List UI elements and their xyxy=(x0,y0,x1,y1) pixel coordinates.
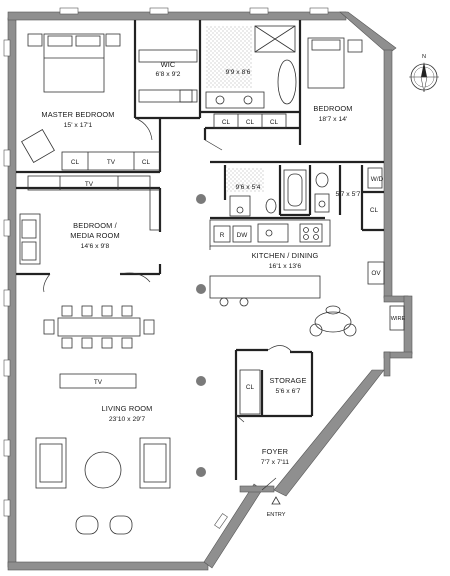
wic-name: WIC xyxy=(161,60,176,69)
room-labels: MASTER BEDROOM 15' x 17'1 WIC 6'8 x 9'2 … xyxy=(41,60,360,466)
master-bath-dim: 9'9 x 8'6 xyxy=(226,69,251,76)
kitchen-dim: 16'1 x 13'6 xyxy=(269,263,302,270)
bedroom-dim: 18'7 x 14' xyxy=(319,116,348,123)
bath3-dim: 5'7 x 5'7 xyxy=(336,191,361,198)
tv-label-living: TV xyxy=(94,379,103,386)
compass-icon: N xyxy=(409,54,439,93)
tv-label-master: TV xyxy=(107,159,116,166)
dishwasher-label: DW xyxy=(237,232,249,239)
foyer-dim: 7'7 x 7'11 xyxy=(261,459,289,466)
media-room-name-line2: MEDIA ROOM xyxy=(70,231,120,240)
closet-label-bedroom-3: CL xyxy=(270,119,279,126)
door-swings xyxy=(43,117,293,491)
refrigerator-label: R xyxy=(220,232,225,239)
columns xyxy=(196,194,206,477)
living-room-name: LIVING ROOM xyxy=(102,404,153,413)
storage-dim: 5'6 x 6'7 xyxy=(276,388,301,395)
exterior-walls xyxy=(3,7,413,571)
fixture-labels: CL TV CL CL CL CL TV W/D CL OV WIRE R DW… xyxy=(71,119,406,518)
closet-label-bedroom-1: CL xyxy=(222,119,231,126)
bath2-dim: 9'6 x 5'4 xyxy=(236,184,261,191)
entry-label: ENTRY xyxy=(267,512,286,518)
closet-label-master-2: CL xyxy=(142,159,151,166)
bedroom-name: BEDROOM xyxy=(313,104,352,113)
tv-label-media: TV xyxy=(85,181,94,188)
closet-label-hall: CL xyxy=(370,207,379,214)
media-room-dim: 14'6 x 9'8 xyxy=(81,243,110,250)
wd-label: W/D xyxy=(371,176,384,183)
master-bedroom-dim: 15' x 17'1 xyxy=(64,122,93,129)
closet-label-master-1: CL xyxy=(71,159,80,166)
media-room-name-line1: BEDROOM / xyxy=(73,221,117,230)
storage-name: STORAGE xyxy=(269,376,306,385)
wic-dim: 6'8 x 9'2 xyxy=(156,71,181,78)
kitchen-name: KITCHEN / DINING xyxy=(252,251,319,260)
entry-arrow-icon xyxy=(271,496,281,505)
furniture xyxy=(19,25,405,535)
ov-label: OV xyxy=(371,270,381,277)
foyer-name: FOYER xyxy=(262,447,288,456)
interior-walls xyxy=(16,20,384,480)
living-room-dim: 23'10 x 29'7 xyxy=(109,416,145,423)
wire-label: WIRE xyxy=(391,316,406,322)
master-bedroom-name: MASTER BEDROOM xyxy=(41,110,114,119)
compass-north-label: N xyxy=(422,54,426,60)
closet-label-storage: CL xyxy=(246,384,255,391)
closet-label-bedroom-2: CL xyxy=(246,119,255,126)
